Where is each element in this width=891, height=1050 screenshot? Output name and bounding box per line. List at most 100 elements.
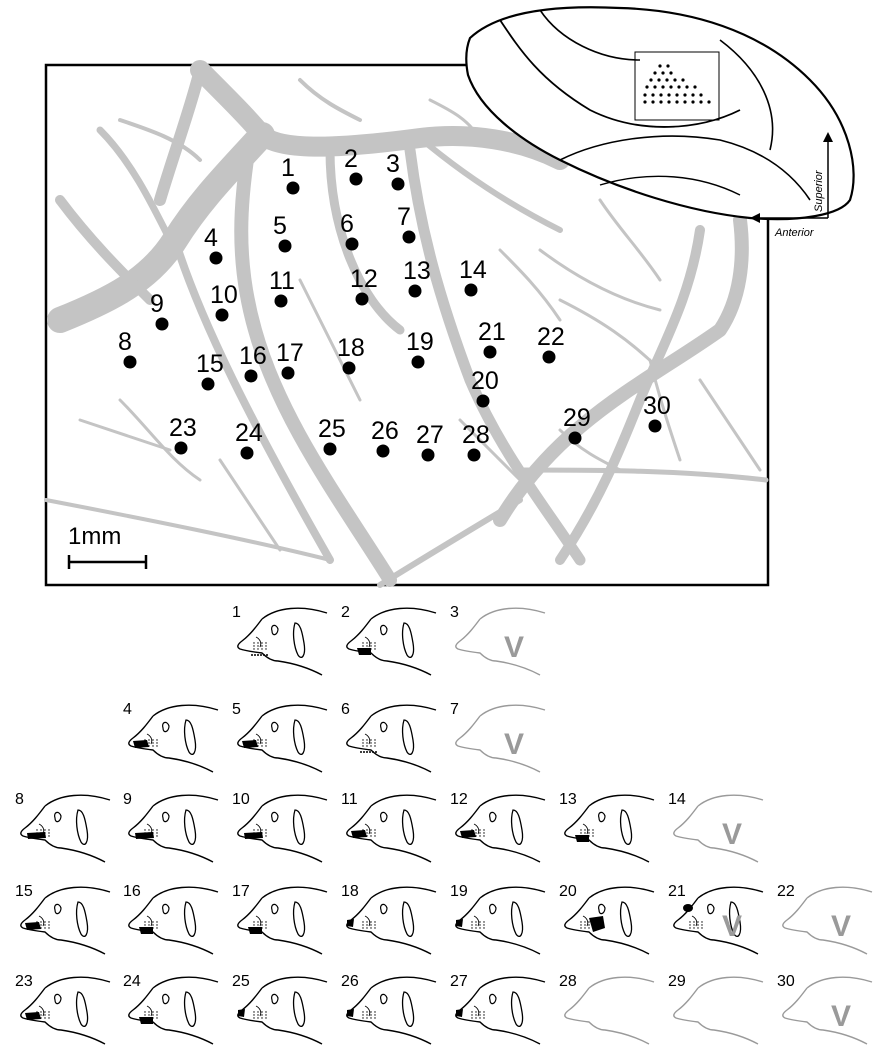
whisker-dot — [265, 648, 267, 650]
inset-dot — [683, 93, 687, 97]
inset-dot — [651, 100, 655, 104]
mouth-line — [364, 1005, 371, 1017]
inset-dot — [707, 100, 711, 104]
head-crown-outline — [479, 886, 546, 899]
whisker-dot — [48, 835, 50, 837]
whisker-dot — [370, 1011, 372, 1013]
head-panel: 4 — [123, 701, 219, 773]
whisker-dot — [588, 832, 590, 834]
whisker-dot — [374, 642, 376, 644]
head-panel: 27 — [450, 973, 546, 1045]
whisker-dot — [366, 745, 368, 747]
superior-label: Superior — [813, 169, 825, 212]
inset-dot — [693, 85, 697, 89]
whisker-dot — [588, 829, 590, 831]
whisker-dot — [483, 829, 485, 831]
whisker-dot — [257, 642, 259, 644]
site-dot — [349, 172, 363, 186]
head-panel: 25 — [232, 973, 328, 1045]
site-number: 19 — [406, 328, 434, 356]
inset-region-box — [634, 51, 720, 121]
whisker-dot — [693, 927, 695, 929]
inset-dot — [661, 71, 665, 75]
whisker-dot — [592, 829, 594, 831]
site-dot — [391, 177, 405, 191]
whisker-dot — [148, 829, 150, 831]
whisker-dot — [475, 1017, 477, 1019]
site-number: 3 — [386, 150, 400, 178]
head-crown-outline — [479, 794, 546, 807]
ear-outline — [510, 991, 524, 1027]
whisker-dot — [580, 924, 582, 926]
whisker-dot — [471, 924, 473, 926]
whisker-dot — [471, 921, 473, 923]
head-number: 1 — [232, 604, 241, 621]
head-crown-outline — [370, 976, 437, 989]
whisker-dot — [265, 1014, 267, 1016]
head-face-outline — [346, 987, 432, 1045]
whisker-dot — [370, 927, 372, 929]
site-number: 23 — [169, 414, 197, 442]
brain-sulcus — [559, 135, 811, 201]
head-face-outline — [346, 897, 432, 955]
site-number: 4 — [204, 224, 218, 252]
site-dot — [244, 369, 258, 383]
inset-dot — [657, 78, 661, 82]
whisker-dot — [483, 832, 485, 834]
head-face-outline — [20, 987, 106, 1045]
inset-dot — [685, 85, 689, 89]
inset-dot — [691, 100, 695, 104]
head-crown-outline — [370, 794, 437, 807]
head-panel: V3 — [450, 604, 546, 676]
whisker-dot — [257, 1014, 259, 1016]
receptive-field — [266, 654, 268, 656]
recording-site: 20 — [471, 367, 499, 408]
receptive-field — [347, 1009, 354, 1017]
site-dot — [355, 292, 369, 306]
site-number: 24 — [235, 419, 263, 447]
site-number: 29 — [563, 404, 591, 432]
eye-outline — [489, 903, 497, 915]
whisker-dot — [374, 1011, 376, 1013]
whisker-dot — [689, 921, 691, 923]
receptive-field — [263, 654, 265, 656]
whisker-dot — [152, 1011, 154, 1013]
whisker-dot — [370, 739, 372, 741]
head-panel: 2 — [341, 604, 437, 676]
site-number: 18 — [337, 334, 365, 362]
head-panel: 20 — [559, 883, 655, 955]
site-number: 1 — [281, 154, 295, 182]
eye-outline — [598, 811, 606, 823]
whisker-dot — [362, 745, 364, 747]
whisker-dot — [697, 927, 699, 929]
mouth-line — [38, 1005, 45, 1017]
head-number: 29 — [668, 973, 686, 990]
whisker-dot — [362, 1014, 364, 1016]
head-number: 7 — [450, 701, 459, 718]
inset-dot — [667, 100, 671, 104]
whisker-dot — [156, 921, 158, 923]
receptive-field — [238, 1009, 245, 1017]
brain-sulcus — [599, 175, 741, 196]
whisker-dot — [689, 927, 691, 929]
whisker-dot — [40, 921, 42, 923]
whisker-dot — [261, 1011, 263, 1013]
whisker-dot — [483, 1011, 485, 1013]
ear-outline — [75, 901, 89, 937]
head-panel: 16 — [123, 883, 219, 955]
whisker-dot — [362, 927, 364, 929]
visual-response-mark: V — [831, 910, 851, 943]
head-crown-outline — [588, 976, 655, 989]
site-number: 21 — [478, 318, 506, 346]
whisker-dot — [370, 1017, 372, 1019]
whisker-dot — [253, 648, 255, 650]
inset-dot — [659, 93, 663, 97]
whisker-dot — [40, 924, 42, 926]
site-dot — [323, 442, 337, 456]
head-crown-outline — [479, 607, 546, 620]
site-dot — [281, 366, 295, 380]
inset-dot — [669, 85, 673, 89]
site-number: 6 — [340, 210, 354, 238]
head-crown-outline — [44, 976, 111, 989]
head-face-outline — [564, 897, 650, 955]
